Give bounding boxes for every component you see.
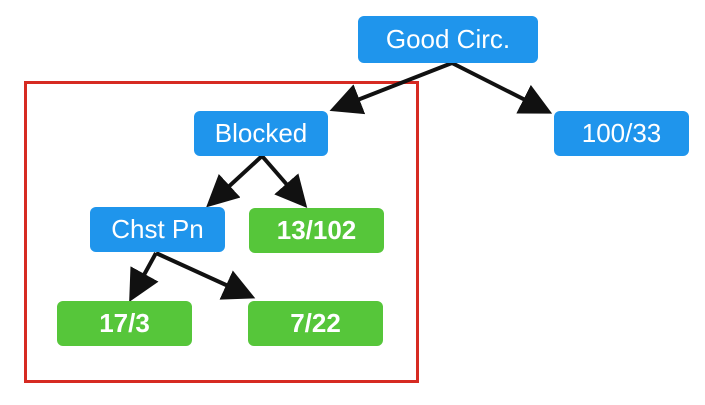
arrow-chst-to-17-3 xyxy=(129,252,159,303)
node-good-circ: Good Circ. xyxy=(358,16,538,63)
leaf-13-102: 13/102 xyxy=(249,208,384,253)
arrow-blocked-to-chst xyxy=(206,154,264,208)
node-chst-pn: Chst Pn xyxy=(90,207,225,252)
arrow-blocked-to-13-102 xyxy=(260,154,308,209)
leaf-17-3: 17/3 xyxy=(57,301,192,346)
leaf-7-22: 7/22 xyxy=(248,301,383,346)
highlight-box xyxy=(24,81,419,383)
node-blocked: Blocked xyxy=(194,111,328,156)
node-100-33: 100/33 xyxy=(554,111,689,156)
arrow-chst-to-7-22 xyxy=(155,251,256,300)
arrow-root-to-blocked xyxy=(329,61,453,115)
arrow-root-to-100-33 xyxy=(451,61,553,114)
